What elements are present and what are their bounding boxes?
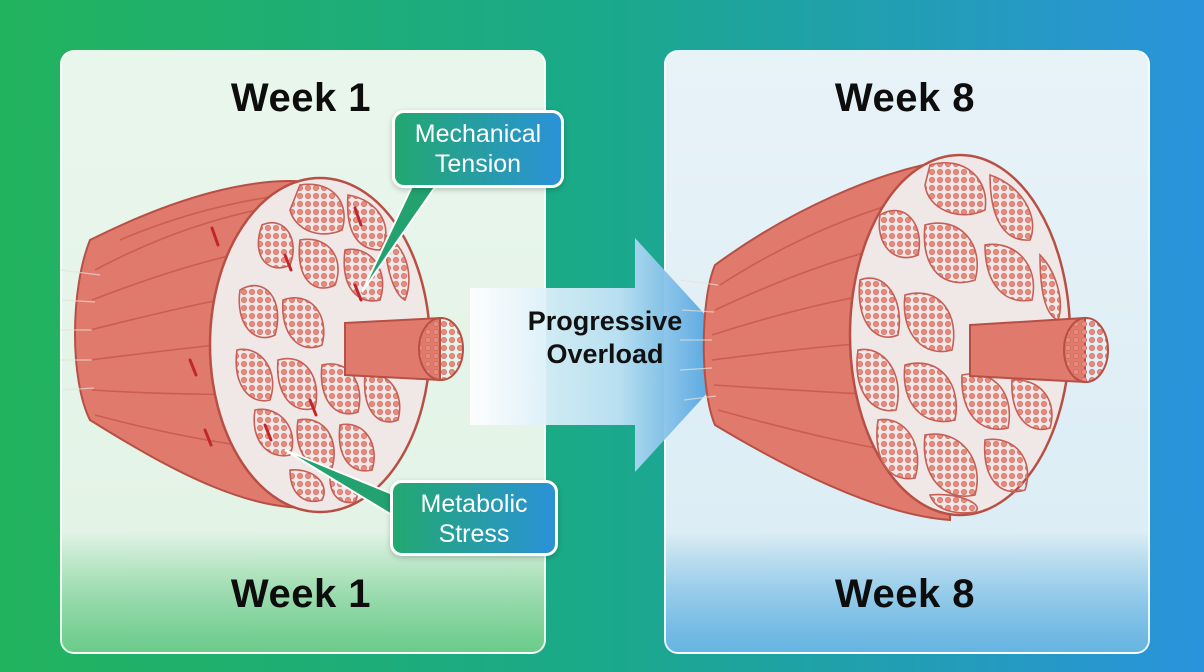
mechanical-tension-callout: Mechanical Tension: [392, 110, 564, 188]
progressive-overload-label: Progressive Overload: [505, 305, 705, 371]
week-8-title: Week 8: [834, 76, 976, 120]
week-1-bottom-label: Week 1: [230, 572, 372, 616]
week-1-muscle: [59, 176, 464, 514]
week-8-muscle: [679, 153, 1109, 522]
metabolic-stress-callout: Metabolic Stress: [390, 480, 558, 556]
panel-fade: [666, 532, 1148, 652]
callout-line: Stress: [438, 520, 510, 548]
progression-arrow: [470, 238, 742, 472]
callout-line: Metabolic: [420, 490, 528, 518]
week-8-bottom-label: Week 8: [834, 572, 976, 616]
arrow-label-line: Progressive: [527, 306, 683, 336]
arrow-label-line: Overload: [546, 339, 664, 369]
callout-line: Mechanical: [414, 120, 542, 148]
week-1-title: Week 1: [230, 76, 372, 120]
callout-line: Tension: [434, 150, 522, 178]
